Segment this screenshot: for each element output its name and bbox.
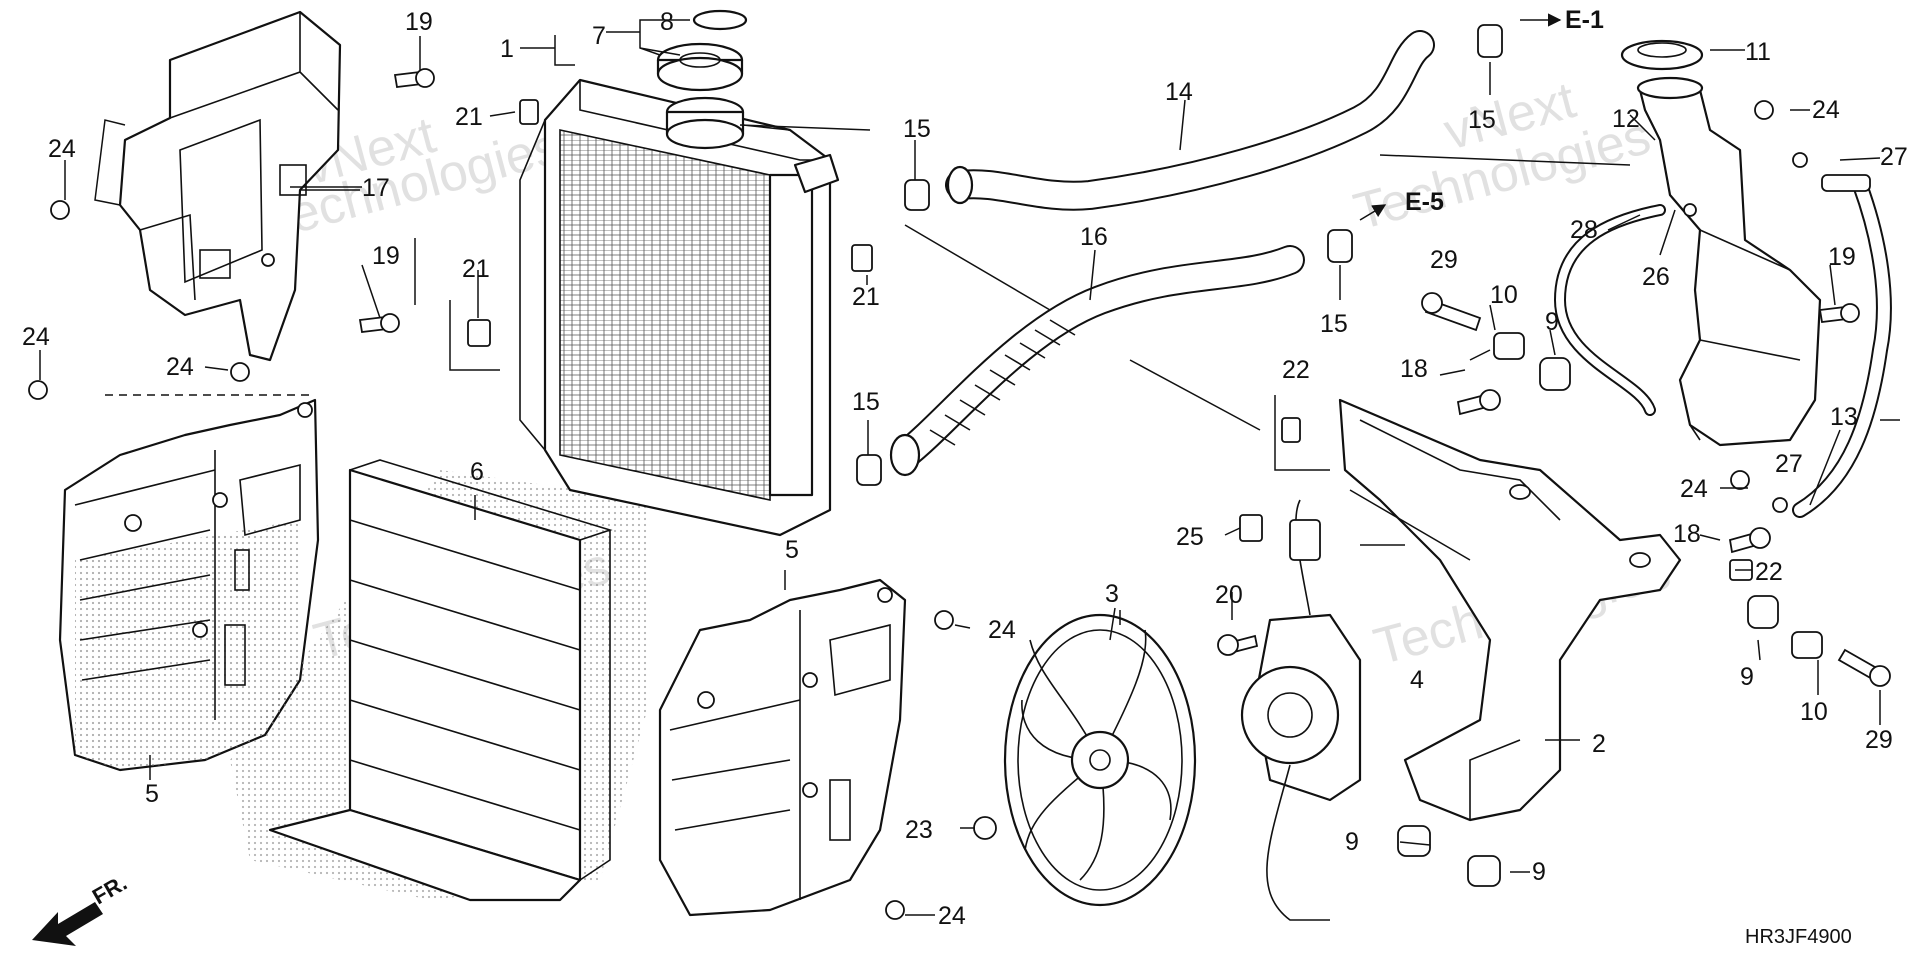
part-5-left-side-panel — [58, 398, 320, 772]
callout-24-f: 24 — [1680, 475, 1708, 503]
part-2-fan-bracket — [1338, 398, 1682, 822]
callout-15-d: 15 — [852, 388, 880, 416]
part-8-o-ring — [692, 9, 748, 31]
callout-10-b: 10 — [1800, 698, 1828, 726]
part-11-reserve-tank-cap — [1620, 39, 1704, 71]
callout-18-a: 18 — [1400, 355, 1428, 383]
callout-12: 12 — [1612, 105, 1640, 133]
part-17-upper-shroud — [118, 10, 342, 362]
callout-25: 25 — [1176, 523, 1204, 551]
part-21-clip — [467, 99, 873, 347]
diagram-code: HR3JF4900 — [1745, 926, 1852, 948]
callout-9-c: 9 — [1345, 828, 1359, 856]
callout-13: 13 — [1830, 403, 1858, 431]
part-13-overflow-hose — [1792, 177, 1892, 518]
reference-e1: E-1 — [1565, 6, 1604, 34]
leader-21-bracket — [449, 300, 500, 371]
callout-4: 4 — [1410, 666, 1424, 694]
part-5-right-side-panel — [658, 578, 907, 917]
callout-21-c: 21 — [852, 283, 880, 311]
callout-24-a: 24 — [48, 135, 76, 163]
callout-1: 1 — [500, 35, 514, 63]
callout-19-a: 19 — [405, 8, 433, 36]
reference-labels: E-1 E-5 — [1405, 6, 1604, 216]
callout-22-b: 22 — [1755, 558, 1783, 586]
callout-9-d: 9 — [1532, 858, 1546, 886]
part-4-fan-motor — [1240, 499, 1362, 921]
callout-19-b: 19 — [372, 242, 400, 270]
callout-29-a: 29 — [1430, 246, 1458, 274]
callout-18-b: 18 — [1673, 520, 1701, 548]
leader-lines — [39, 13, 1900, 916]
callout-5-right: 5 — [785, 536, 799, 564]
callout-24-b: 24 — [22, 323, 50, 351]
callout-11: 11 — [1745, 38, 1771, 66]
part-28-siphon-tube — [1554, 204, 1666, 416]
callout-9-a: 9 — [1545, 308, 1559, 336]
callout-9-b: 9 — [1740, 663, 1754, 691]
part-12-reserve-tank — [1636, 76, 1822, 447]
callout-5-left: 5 — [145, 780, 159, 808]
callout-28: 28 — [1570, 216, 1598, 244]
callout-21-b: 21 — [462, 255, 490, 283]
fasteners — [28, 68, 1891, 920]
callout-14: 14 — [1165, 78, 1193, 106]
part-1-radiator — [519, 78, 840, 537]
callout-24-g: 24 — [938, 902, 966, 930]
callout-15-a: 15 — [903, 115, 931, 143]
leader-17-bracket — [94, 119, 126, 206]
callout-8: 8 — [660, 8, 674, 36]
callout-24-e: 24 — [988, 616, 1016, 644]
reference-e5: E-5 — [1405, 188, 1444, 216]
callout-21-a: 21 — [455, 103, 483, 131]
callout-23: 23 — [905, 816, 933, 844]
callout-26: 26 — [1642, 263, 1670, 291]
part-26-27-clips — [1683, 152, 1871, 513]
callout-24-d: 24 — [1812, 96, 1840, 124]
callout-29-b: 29 — [1865, 726, 1893, 754]
callout-27-a: 27 — [1880, 143, 1908, 171]
part-16-lower-hose — [889, 245, 1305, 477]
leader-radiator-to-cap — [739, 124, 871, 131]
callout-16: 16 — [1080, 223, 1108, 251]
part-6-grille — [230, 459, 650, 902]
callout-17: 17 — [362, 174, 390, 202]
callout-19-c: 19 — [1828, 243, 1856, 271]
front-arrow-icon — [32, 902, 103, 946]
callouts: 1 2 3 4 5 5 6 7 8 9 9 9 9 10 10 11 12 13… — [22, 8, 1908, 930]
callout-15-b: 15 — [1468, 106, 1496, 134]
callout-10-a: 10 — [1490, 281, 1518, 309]
leader-22-bracket — [1274, 395, 1330, 471]
part-3-fan — [1003, 613, 1197, 907]
part-7-radiator-cap — [656, 42, 744, 92]
callout-27-b: 27 — [1775, 450, 1803, 478]
callout-15-c: 15 — [1320, 310, 1348, 338]
part-15-hose-clamp — [856, 24, 1503, 486]
front-direction-indicator: FR. — [32, 870, 131, 946]
part-14-upper-hose — [945, 30, 1435, 211]
assembly-guide-lines — [904, 154, 1631, 561]
callout-7: 7 — [592, 22, 606, 50]
callout-22-a: 22 — [1282, 356, 1310, 384]
callout-2: 2 — [1592, 730, 1606, 758]
callout-6: 6 — [470, 458, 484, 486]
part-25-connector — [1239, 514, 1321, 561]
callout-3: 3 — [1105, 580, 1119, 608]
callout-24-c: 24 — [166, 353, 194, 381]
callout-20: 20 — [1215, 581, 1243, 609]
